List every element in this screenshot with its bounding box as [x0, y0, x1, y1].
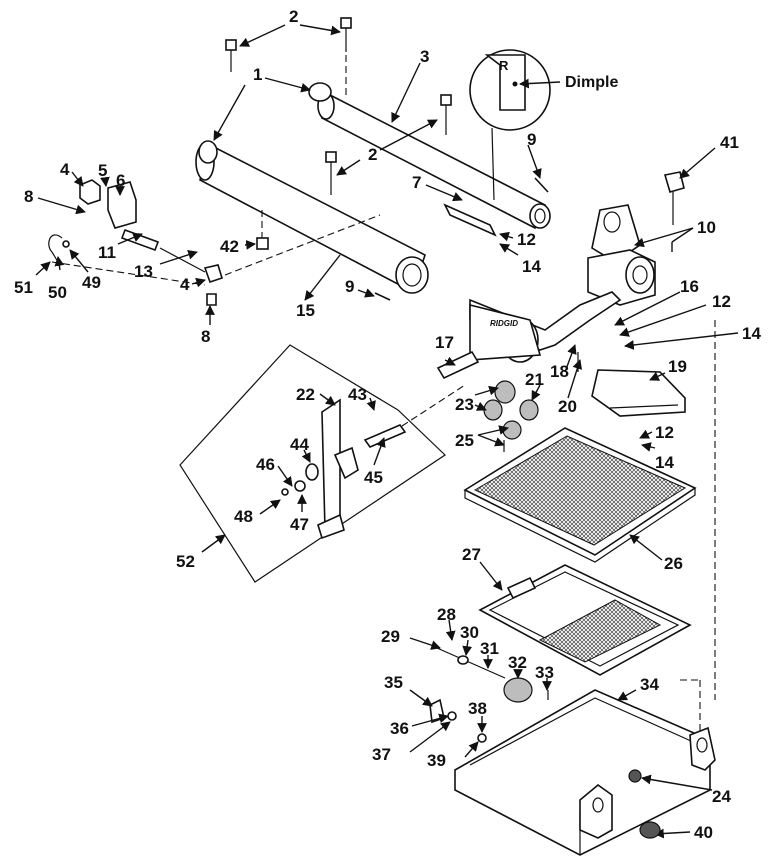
plate-19-edge — [609, 404, 679, 409]
callout-labels: Dimple 2 1 3 2 4 5 6 8 11 13 51 50 49 4 … — [14, 7, 761, 842]
carriage: RIDGID — [443, 203, 656, 363]
callout: 16 — [680, 277, 699, 296]
callout: 24 — [712, 787, 731, 806]
insert-27 — [478, 564, 692, 676]
callout: 49 — [82, 273, 101, 292]
callout: 34 — [640, 675, 659, 694]
callout: 2 — [289, 7, 298, 26]
callout: 25 — [455, 431, 474, 450]
knob-41 — [663, 171, 685, 193]
callout: 47 — [290, 515, 309, 534]
leader-lines — [35, 24, 739, 839]
callout: 18 — [550, 362, 569, 381]
callout: 28 — [437, 605, 456, 624]
plate-19 — [591, 369, 686, 417]
dimple-detail-inset: R — [469, 49, 561, 201]
callout: 36 — [390, 719, 409, 738]
callout: 41 — [720, 133, 739, 152]
callout: 17 — [435, 333, 454, 352]
callout: 52 — [176, 552, 195, 571]
callout: 48 — [234, 507, 253, 526]
callout: 2 — [368, 145, 377, 164]
callout: 12 — [712, 292, 731, 311]
callout: 10 — [697, 218, 716, 237]
callout: 50 — [48, 283, 67, 302]
svg-text:RIDGID: RIDGID — [490, 319, 518, 328]
callout: 51 — [14, 278, 33, 297]
callout: 35 — [384, 673, 403, 692]
lever-assembly-52 — [179, 344, 466, 583]
callout: 3 — [420, 47, 429, 66]
callout: 8 — [201, 327, 210, 346]
front-rail — [195, 143, 429, 294]
callout: 29 — [381, 627, 400, 646]
callout: 19 — [668, 357, 687, 376]
callout: 1 — [253, 65, 262, 84]
shaft-group — [436, 350, 579, 452]
callout: 5 — [98, 161, 107, 180]
callout: 4 — [60, 160, 70, 179]
inset-letter: R — [499, 58, 509, 73]
callout: 33 — [535, 663, 554, 682]
callout: 15 — [296, 301, 315, 320]
rear-rail — [317, 92, 551, 230]
callout: 11 — [98, 243, 116, 262]
callout: 9 — [345, 277, 354, 296]
callout: 37 — [372, 745, 391, 764]
left-hardware — [48, 179, 381, 306]
callout: 38 — [468, 699, 487, 718]
callout: 30 — [460, 623, 479, 642]
callout: 14 — [742, 324, 761, 343]
callout: 43 — [348, 385, 367, 404]
callout: 26 — [664, 554, 683, 573]
callout: 42 — [220, 237, 239, 256]
callout: 12 — [655, 423, 674, 442]
callout: 13 — [134, 262, 153, 281]
callout: 7 — [412, 173, 421, 192]
callout: 14 — [522, 257, 541, 276]
callout: 20 — [558, 397, 577, 416]
callout: 14 — [655, 453, 674, 472]
callout: 8 — [24, 187, 33, 206]
callout: 44 — [290, 435, 309, 454]
callout: 6 — [116, 171, 125, 190]
callout: 23 — [455, 395, 474, 414]
pin-upper — [534, 177, 549, 193]
end-cap-rear — [308, 82, 332, 102]
callout: 12 — [517, 230, 536, 249]
callout: 32 — [508, 653, 527, 672]
callout: 22 — [296, 385, 315, 404]
callout: 9 — [527, 130, 536, 149]
dimple-label: Dimple — [565, 74, 618, 91]
callout: 40 — [694, 823, 713, 842]
callout: 4 — [180, 275, 190, 294]
pin-lower — [374, 292, 391, 301]
callout: 45 — [364, 468, 383, 487]
callout: 27 — [462, 545, 481, 564]
rail-bolts — [225, 17, 452, 195]
callout: 39 — [427, 751, 446, 770]
end-cap-front — [198, 140, 218, 164]
callout: 21 — [525, 370, 544, 389]
tray-26 — [463, 427, 697, 563]
callout: 46 — [256, 455, 275, 474]
callout: 31 — [480, 639, 499, 658]
